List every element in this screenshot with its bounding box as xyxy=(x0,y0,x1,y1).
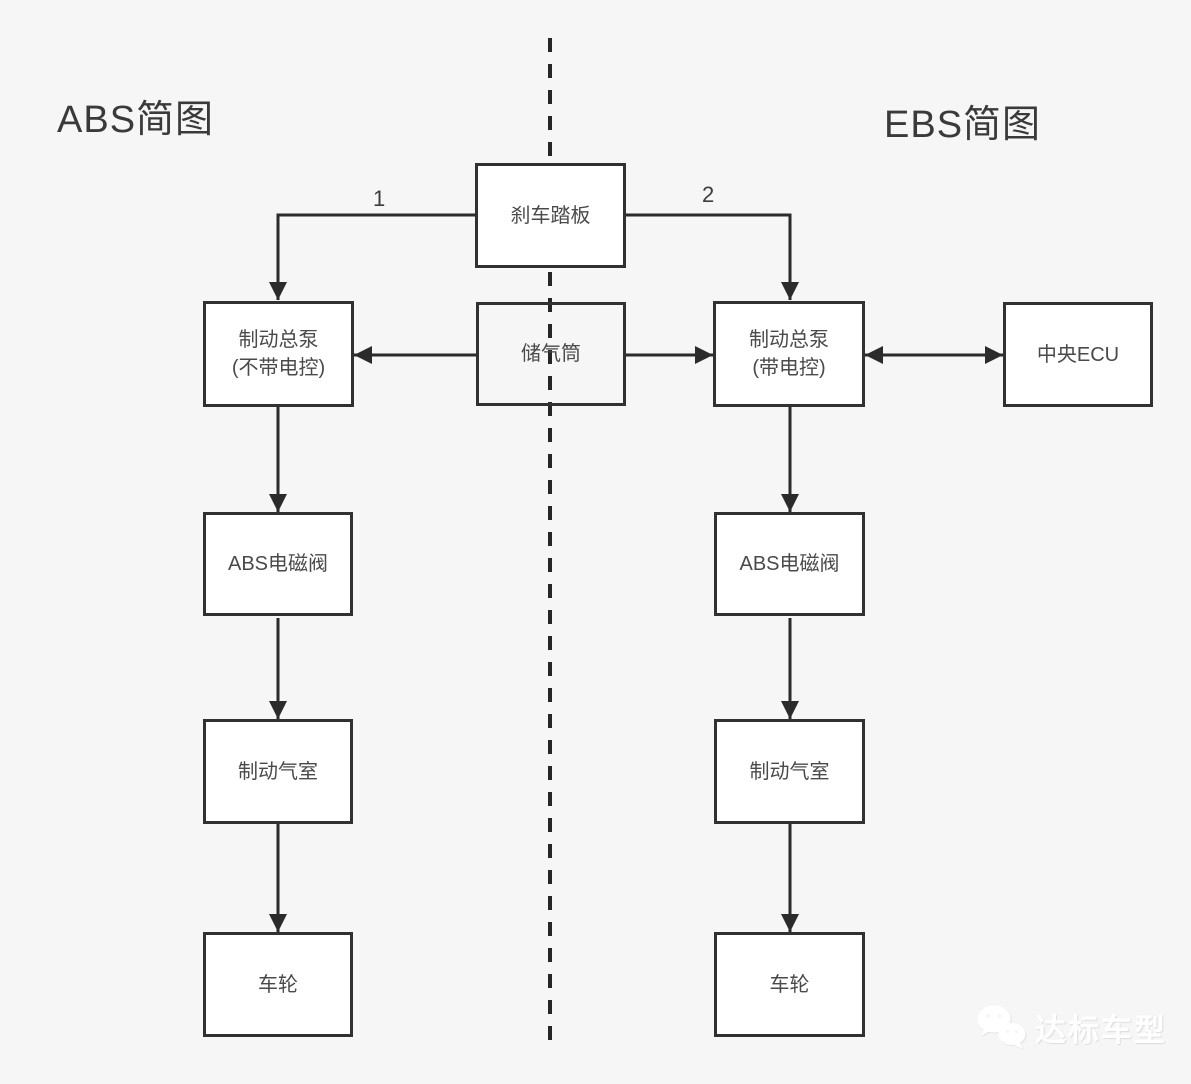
ebs-section-title: EBS简图 xyxy=(884,104,1042,146)
node-brake-chamber-left-label: 制动气室 xyxy=(238,760,318,783)
edge-label-branch-2: 2 xyxy=(702,182,715,207)
node-brake-pedal: 刹车踏板 xyxy=(475,163,626,268)
node-wheel-right: 车轮 xyxy=(714,932,865,1037)
node-brake-chamber-right-label: 制动气室 xyxy=(749,760,830,783)
node-central-ecu-label: 中央ECU xyxy=(1036,343,1120,366)
node-master-right-line1: 制动总泵 xyxy=(749,329,829,351)
node-wheel-left-label: 车轮 xyxy=(258,973,298,996)
node-wheel-left: 车轮 xyxy=(203,932,353,1037)
node-master-cylinder-left: 制动总泵 (不带电控) xyxy=(203,301,354,407)
watermark-text: 达标车型 xyxy=(1035,1012,1167,1048)
node-master-left-line2: (不带电控) xyxy=(231,357,326,379)
node-central-ecu: 中央ECU xyxy=(1003,302,1153,407)
edge-brakepedal-to-master-left xyxy=(269,213,475,300)
node-wheel-right-label: 车轮 xyxy=(769,973,810,996)
node-abs-valve-right-label: ABS电磁阀 xyxy=(739,553,840,575)
node-master-right-line2: (带电控) xyxy=(752,357,826,379)
abs-section-title: ABS简图 xyxy=(57,99,215,141)
node-brake-pedal-label: 刹车踏板 xyxy=(510,204,591,227)
node-air-reservoir-label: 储气筒 xyxy=(521,343,581,365)
node-master-cylinder-right: 制动总泵 (带电控) xyxy=(713,301,865,407)
wechat-logo-icon xyxy=(977,1005,1026,1049)
node-abs-valve-left: ABS电磁阀 xyxy=(203,512,353,616)
edge-label-branch-1: 1 xyxy=(373,186,386,211)
watermark: 达标车型 xyxy=(976,1004,1167,1050)
node-abs-valve-left-label: ABS电磁阀 xyxy=(227,553,329,575)
node-brake-chamber-left: 制动气室 xyxy=(203,719,353,824)
node-abs-valve-right: ABS电磁阀 xyxy=(714,512,865,616)
edge-brakepedal-to-master-right xyxy=(626,213,799,300)
node-air-reservoir: 储气筒 xyxy=(476,302,626,406)
node-master-left-line1: 制动总泵 xyxy=(238,329,319,351)
node-brake-chamber-right: 制动气室 xyxy=(714,719,865,824)
